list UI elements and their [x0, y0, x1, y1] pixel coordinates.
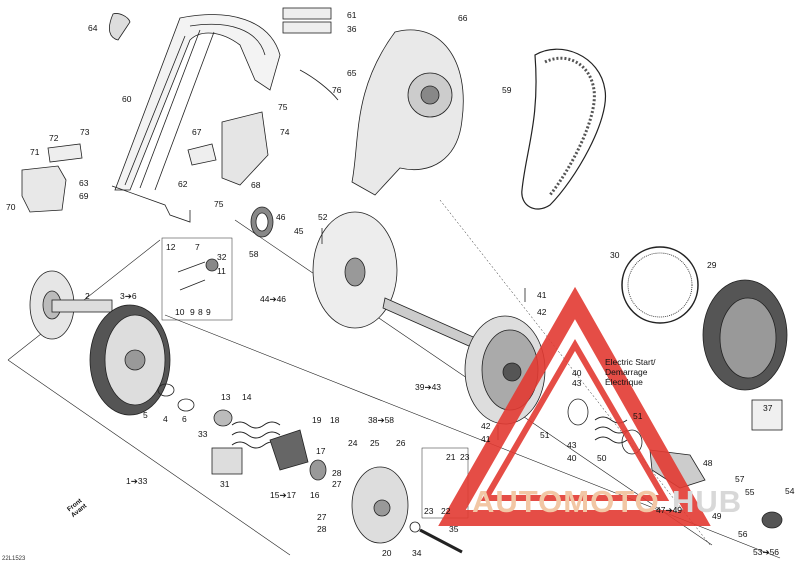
part-label: 40 — [567, 453, 577, 463]
part-label: 71 — [30, 147, 40, 157]
watermark-text-left: AUTOMOTO — [472, 484, 660, 519]
part-label: 75 — [214, 199, 224, 209]
part-label: 21 — [446, 452, 456, 462]
part-label: 30 — [610, 250, 620, 260]
part-label: 23 — [460, 452, 470, 462]
part-label: 14 — [242, 392, 252, 402]
part-label: 53➔56 — [753, 547, 780, 557]
part-label: 24 — [348, 438, 358, 448]
part-label: 41 — [481, 434, 491, 444]
part-label: 4 — [163, 414, 168, 424]
part-label: 44➔46 — [260, 294, 287, 304]
part-label: 19 — [312, 415, 322, 425]
part-label: 41 — [537, 290, 547, 300]
part-label: 28 — [317, 524, 327, 534]
part-label: 39➔43 — [415, 382, 442, 392]
part-label: 49 — [712, 511, 722, 521]
part-label: 22 — [441, 506, 451, 516]
part-label: 36 — [347, 24, 357, 34]
part-label: 64 — [88, 23, 98, 33]
part-label: 56 — [738, 529, 748, 539]
part-label: 9 — [206, 307, 211, 317]
part-label: 3➔6 — [120, 291, 137, 301]
electric-start-note: Electric Start/ Demarrage Électrique — [605, 357, 656, 387]
part-label: 5 — [143, 410, 148, 420]
part-label: 27 — [332, 479, 342, 489]
part-label: 12 — [166, 242, 176, 252]
part-label: 10 — [175, 307, 185, 317]
part-label: 35 — [449, 524, 459, 534]
part-label: 73 — [80, 127, 90, 137]
part-label: 34 — [412, 548, 422, 558]
part-label: 33 — [198, 429, 208, 439]
part-label: 60 — [122, 94, 132, 104]
part-label: 2 — [85, 291, 90, 301]
part-label: 15➔17 — [270, 490, 297, 500]
part-label: 46 — [276, 212, 286, 222]
part-label: 23 — [424, 506, 434, 516]
part-label: 29 — [707, 260, 717, 270]
part-label: 18 — [330, 415, 340, 425]
part-label: 40 — [572, 368, 582, 378]
part-label: 43 — [572, 378, 582, 388]
part-label: 16 — [310, 490, 320, 500]
part-label: 48 — [703, 458, 713, 468]
part-label: 7 — [195, 242, 200, 252]
part-label: 11 — [217, 266, 226, 276]
part-label: 52 — [318, 212, 328, 222]
part-label: 1➔33 — [126, 476, 148, 486]
part-label: 25 — [370, 438, 380, 448]
watermark-triangle — [438, 286, 711, 526]
part-label: 45 — [294, 226, 304, 236]
part-label: 43 — [567, 440, 577, 450]
part-label: 63 — [79, 178, 89, 188]
part-label: 66 — [458, 13, 468, 23]
part-label: 75 — [278, 102, 288, 112]
part-label: 31 — [220, 479, 230, 489]
part-label: 8 — [198, 307, 203, 317]
part-label: 28 — [332, 468, 342, 478]
part-label: 6 — [182, 414, 187, 424]
part-label: 76 — [332, 85, 342, 95]
part-label: 69 — [79, 191, 89, 201]
part-label: 26 — [396, 438, 406, 448]
part-label: 13 — [221, 392, 231, 402]
part-label: 50 — [597, 453, 607, 463]
part-label: 67 — [192, 127, 202, 137]
part-label: 58 — [249, 249, 259, 259]
part-label: 55 — [745, 487, 755, 497]
part-label: 32 — [217, 252, 227, 262]
part-label: 51 — [540, 430, 550, 440]
part-label: 57 — [735, 474, 745, 484]
part-label: 51 — [633, 411, 643, 421]
part-label: 59 — [502, 85, 512, 95]
part-label: 65 — [347, 68, 357, 78]
part-label: 37 — [763, 403, 773, 413]
part-label: 27 — [317, 512, 327, 522]
part-label: 9 — [190, 307, 195, 317]
part-label: 61 — [347, 10, 357, 20]
part-label: 74 — [280, 127, 290, 137]
part-label: 54 — [785, 486, 795, 496]
watermark-text-right: HUB — [672, 484, 743, 519]
part-label: 17 — [316, 446, 326, 456]
part-label: 72 — [49, 133, 59, 143]
diagram-id-code: 22L1523 — [2, 556, 26, 562]
part-label: 42 — [537, 307, 547, 317]
part-label: 68 — [251, 180, 261, 190]
part-label: 70 — [6, 202, 16, 212]
part-label: 47➔49 — [656, 505, 683, 515]
part-label: 62 — [178, 179, 188, 189]
part-label: 20 — [382, 548, 392, 558]
part-label: 38➔58 — [368, 415, 395, 425]
part-label: 42 — [481, 421, 491, 431]
